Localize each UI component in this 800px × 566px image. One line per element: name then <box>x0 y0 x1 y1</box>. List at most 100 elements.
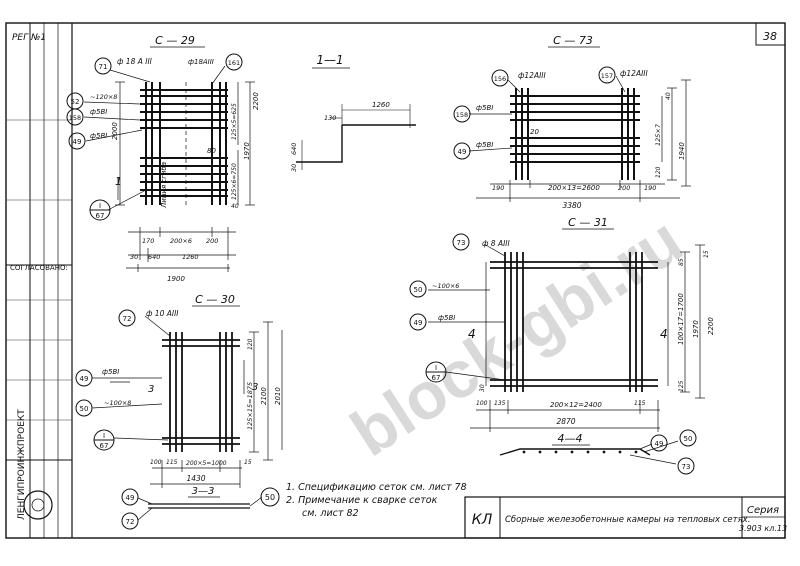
mesh-c31-edge-label: ~100×6 <box>432 282 459 290</box>
mesh-c29-dim-170: 170 <box>142 237 154 245</box>
mesh-c29-bars <box>140 82 228 205</box>
mesh-c73: С — 73 156 157 158 49 ф <box>453 34 691 210</box>
agreed-label: СОГЛАСОВАНО: <box>10 264 68 272</box>
callout-circle <box>260 487 280 507</box>
mesh-c30-title: С — 30 <box>195 293 235 306</box>
mesh-c30: С — 30 72 49 50 <box>75 293 283 488</box>
mesh-c31-sectionref-bottom: 67 <box>432 374 441 382</box>
mesh-c29-bar-main-2: ф18АIII <box>188 58 214 66</box>
mesh-c30-section-mark-right: 3 <box>252 382 258 393</box>
mesh-c29-dim-spacing1: 125×5=625 <box>231 103 238 140</box>
mesh-c30-dim-15: 15 <box>244 459 252 466</box>
section-1-1-title: 1—1 <box>316 53 343 67</box>
mesh-c29-section-mark: 1 <box>115 175 122 188</box>
mesh-c29-callout-161: 161 <box>228 59 240 67</box>
mesh-c73-dim-190r: 190 <box>644 184 656 192</box>
mesh-c29-bar-edge: ф5BI <box>90 132 107 140</box>
mesh-c31-dim-200x12: 200×12=2400 <box>550 401 602 409</box>
mesh-c31-bar-dist: ф5BI <box>438 314 455 322</box>
mesh-c30-bar-main: ф 10 АIII <box>146 309 179 318</box>
mesh-c73-dim-190: 190 <box>492 184 504 192</box>
mesh-c30-callout-49: 49 <box>80 375 89 383</box>
section-3-3-title: 3—3 <box>192 486 215 497</box>
mesh-c30-sectionref-top: I <box>103 432 105 440</box>
series-number: 3.903 кл.13 <box>739 524 787 533</box>
mesh-c31-callout-73: 73 <box>457 239 466 247</box>
mesh-c31-dim-15: 15 <box>703 250 710 258</box>
note-1: 1. Спецификацию сеток см. лист 78 <box>286 482 467 493</box>
mesh-c29-bar-main: ф 18 А III <box>117 57 153 66</box>
mesh-c31-dim-2200: 2200 <box>707 317 715 335</box>
mesh-c31-dim-total: 2870 <box>556 417 575 426</box>
mesh-c31-callout-50: 50 <box>414 286 423 294</box>
mesh-c29-dim-spacing2: 125×6=750 <box>231 163 238 200</box>
mesh-c29-callout-71: 71 <box>99 63 108 71</box>
mesh-c31-section-mark-left: 4 <box>468 327 476 341</box>
mesh-c31-sectionref-top: I <box>435 364 437 372</box>
section-3-3: 3—3 49 72 <box>121 486 263 530</box>
mesh-c73-callout-156: 156 <box>494 75 506 83</box>
mesh-c29-title: С — 29 <box>155 34 195 47</box>
mesh-c30-section-mark-left: 3 <box>148 384 154 395</box>
mesh-c31-bar-main: ф 8 АIII <box>482 239 511 248</box>
mesh-c73-dim-200: 200 <box>618 184 630 192</box>
mesh-c73-title: С — 73 <box>553 34 593 47</box>
mesh-c73-callout-158: 158 <box>456 111 468 119</box>
mesh-c73-dim-120: 120 <box>655 166 662 178</box>
section-4-4-callout-49: 49 <box>655 440 664 448</box>
mesh-c29-callout-49: 49 <box>73 138 82 146</box>
section-1-1-dim-30: 30 <box>290 164 298 172</box>
sheet-number: 38 <box>763 30 777 43</box>
mesh-c73-dim-200x13: 200×13=2600 <box>548 184 600 192</box>
sheet-frame <box>5 22 786 539</box>
mesh-c29-callout-158: 158 <box>69 114 81 122</box>
mesh-c73-dim-total: 3380 <box>562 201 581 210</box>
mesh-c73-dim-20: 20 <box>530 128 539 136</box>
mesh-c30-callout-50: 50 <box>80 405 89 413</box>
mesh-c29-dim-40: 40 <box>231 203 239 210</box>
mesh-c31-dim-85: 85 <box>678 258 685 266</box>
mesh-c73-dim-1940: 1940 <box>678 142 686 160</box>
mesh-c29-sectionref-top: I <box>99 202 101 210</box>
mesh-c29-dim-1260: 1260 <box>182 253 199 261</box>
mesh-c29-dim-200x6: 200×6 <box>170 237 192 245</box>
mesh-c29-sectionref-bottom: 67 <box>96 212 105 220</box>
mesh-c31-dim-125: 125 <box>678 380 685 392</box>
sheet-title: Сборные железобетонные камеры на тепловы… <box>505 515 750 525</box>
mesh-c73-dim-125x7: 125×7 <box>654 123 662 146</box>
section-4-4: 4—4 49 50 73 <box>499 429 697 475</box>
mesh-c31-dim-115: 115 <box>634 400 646 407</box>
mesh-c30-dim-200x5: 200×5=1000 <box>186 460 227 467</box>
mesh-c30-sectionref-bottom: 67 <box>100 442 109 450</box>
mesh-c29-bar-dist: ф5BI <box>90 108 107 116</box>
mesh-c30-dim-total: 1430 <box>186 474 205 483</box>
mesh-c29-dim-640: 640 <box>148 253 160 261</box>
stamp-seal <box>23 490 53 520</box>
mesh-c30-bar-dist: ф5BI <box>102 368 119 376</box>
mesh-c29-dim-2000: 2000 <box>111 122 119 140</box>
mesh-c31-dim-100: 100 <box>476 400 488 407</box>
mesh-c29-dim-1900: 1900 <box>167 275 185 283</box>
reg-label: РЕГ №1 <box>12 33 46 43</box>
stamp-table-lines <box>6 119 72 421</box>
mesh-c30-callout-72: 72 <box>123 315 132 323</box>
mesh-c73-bar-edge: ф5BI <box>476 141 493 149</box>
mesh-c31-dim-1700: 100×17=1700 <box>677 293 685 345</box>
mesh-c31-callout-49: 49 <box>414 319 423 327</box>
mesh-c30-dim-100: 100 <box>150 459 162 466</box>
section-4-4-callout-73: 73 <box>682 463 691 471</box>
mesh-c30-edge-label: ~100×8 <box>104 399 131 407</box>
section-3-3-callout-72: 72 <box>126 518 135 526</box>
mesh-c73-dim-40: 40 <box>665 92 672 100</box>
title-mark: КЛ <box>472 512 493 528</box>
mesh-c29-dim-80: 80 <box>207 147 216 155</box>
mesh-c29-line-label: Линия сгиба <box>160 162 168 209</box>
mesh-c30-dim-125x15: 125×15=1875 <box>246 382 254 430</box>
mesh-c29-dim-200: 200 <box>206 237 218 245</box>
mesh-c31-dim-1970: 1970 <box>692 320 700 338</box>
callout-label: 50 <box>265 493 275 502</box>
mesh-c29-edge-label: ~120×8 <box>90 93 117 101</box>
mesh-c29-dim-2200: 2200 <box>252 92 260 110</box>
